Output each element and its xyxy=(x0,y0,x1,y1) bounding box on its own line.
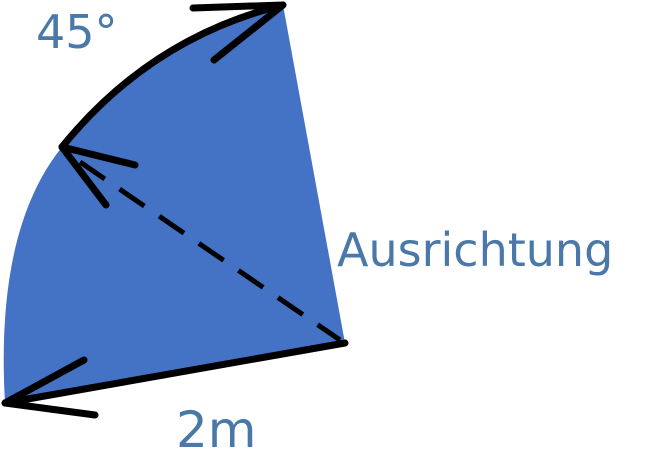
angle-arrowhead-top xyxy=(189,1,287,64)
radius-arrow xyxy=(1,339,349,407)
orientation-dashed-line xyxy=(78,159,342,343)
sector-shape xyxy=(3,5,346,403)
radius-arrowhead xyxy=(1,356,99,419)
orientation-label: Ausrichtung xyxy=(337,223,613,277)
radius-label: 2m xyxy=(176,401,257,453)
angle-arrowhead-left xyxy=(58,143,139,209)
angle-label: 45° xyxy=(36,5,118,59)
angle-arc-arrow xyxy=(58,1,287,151)
